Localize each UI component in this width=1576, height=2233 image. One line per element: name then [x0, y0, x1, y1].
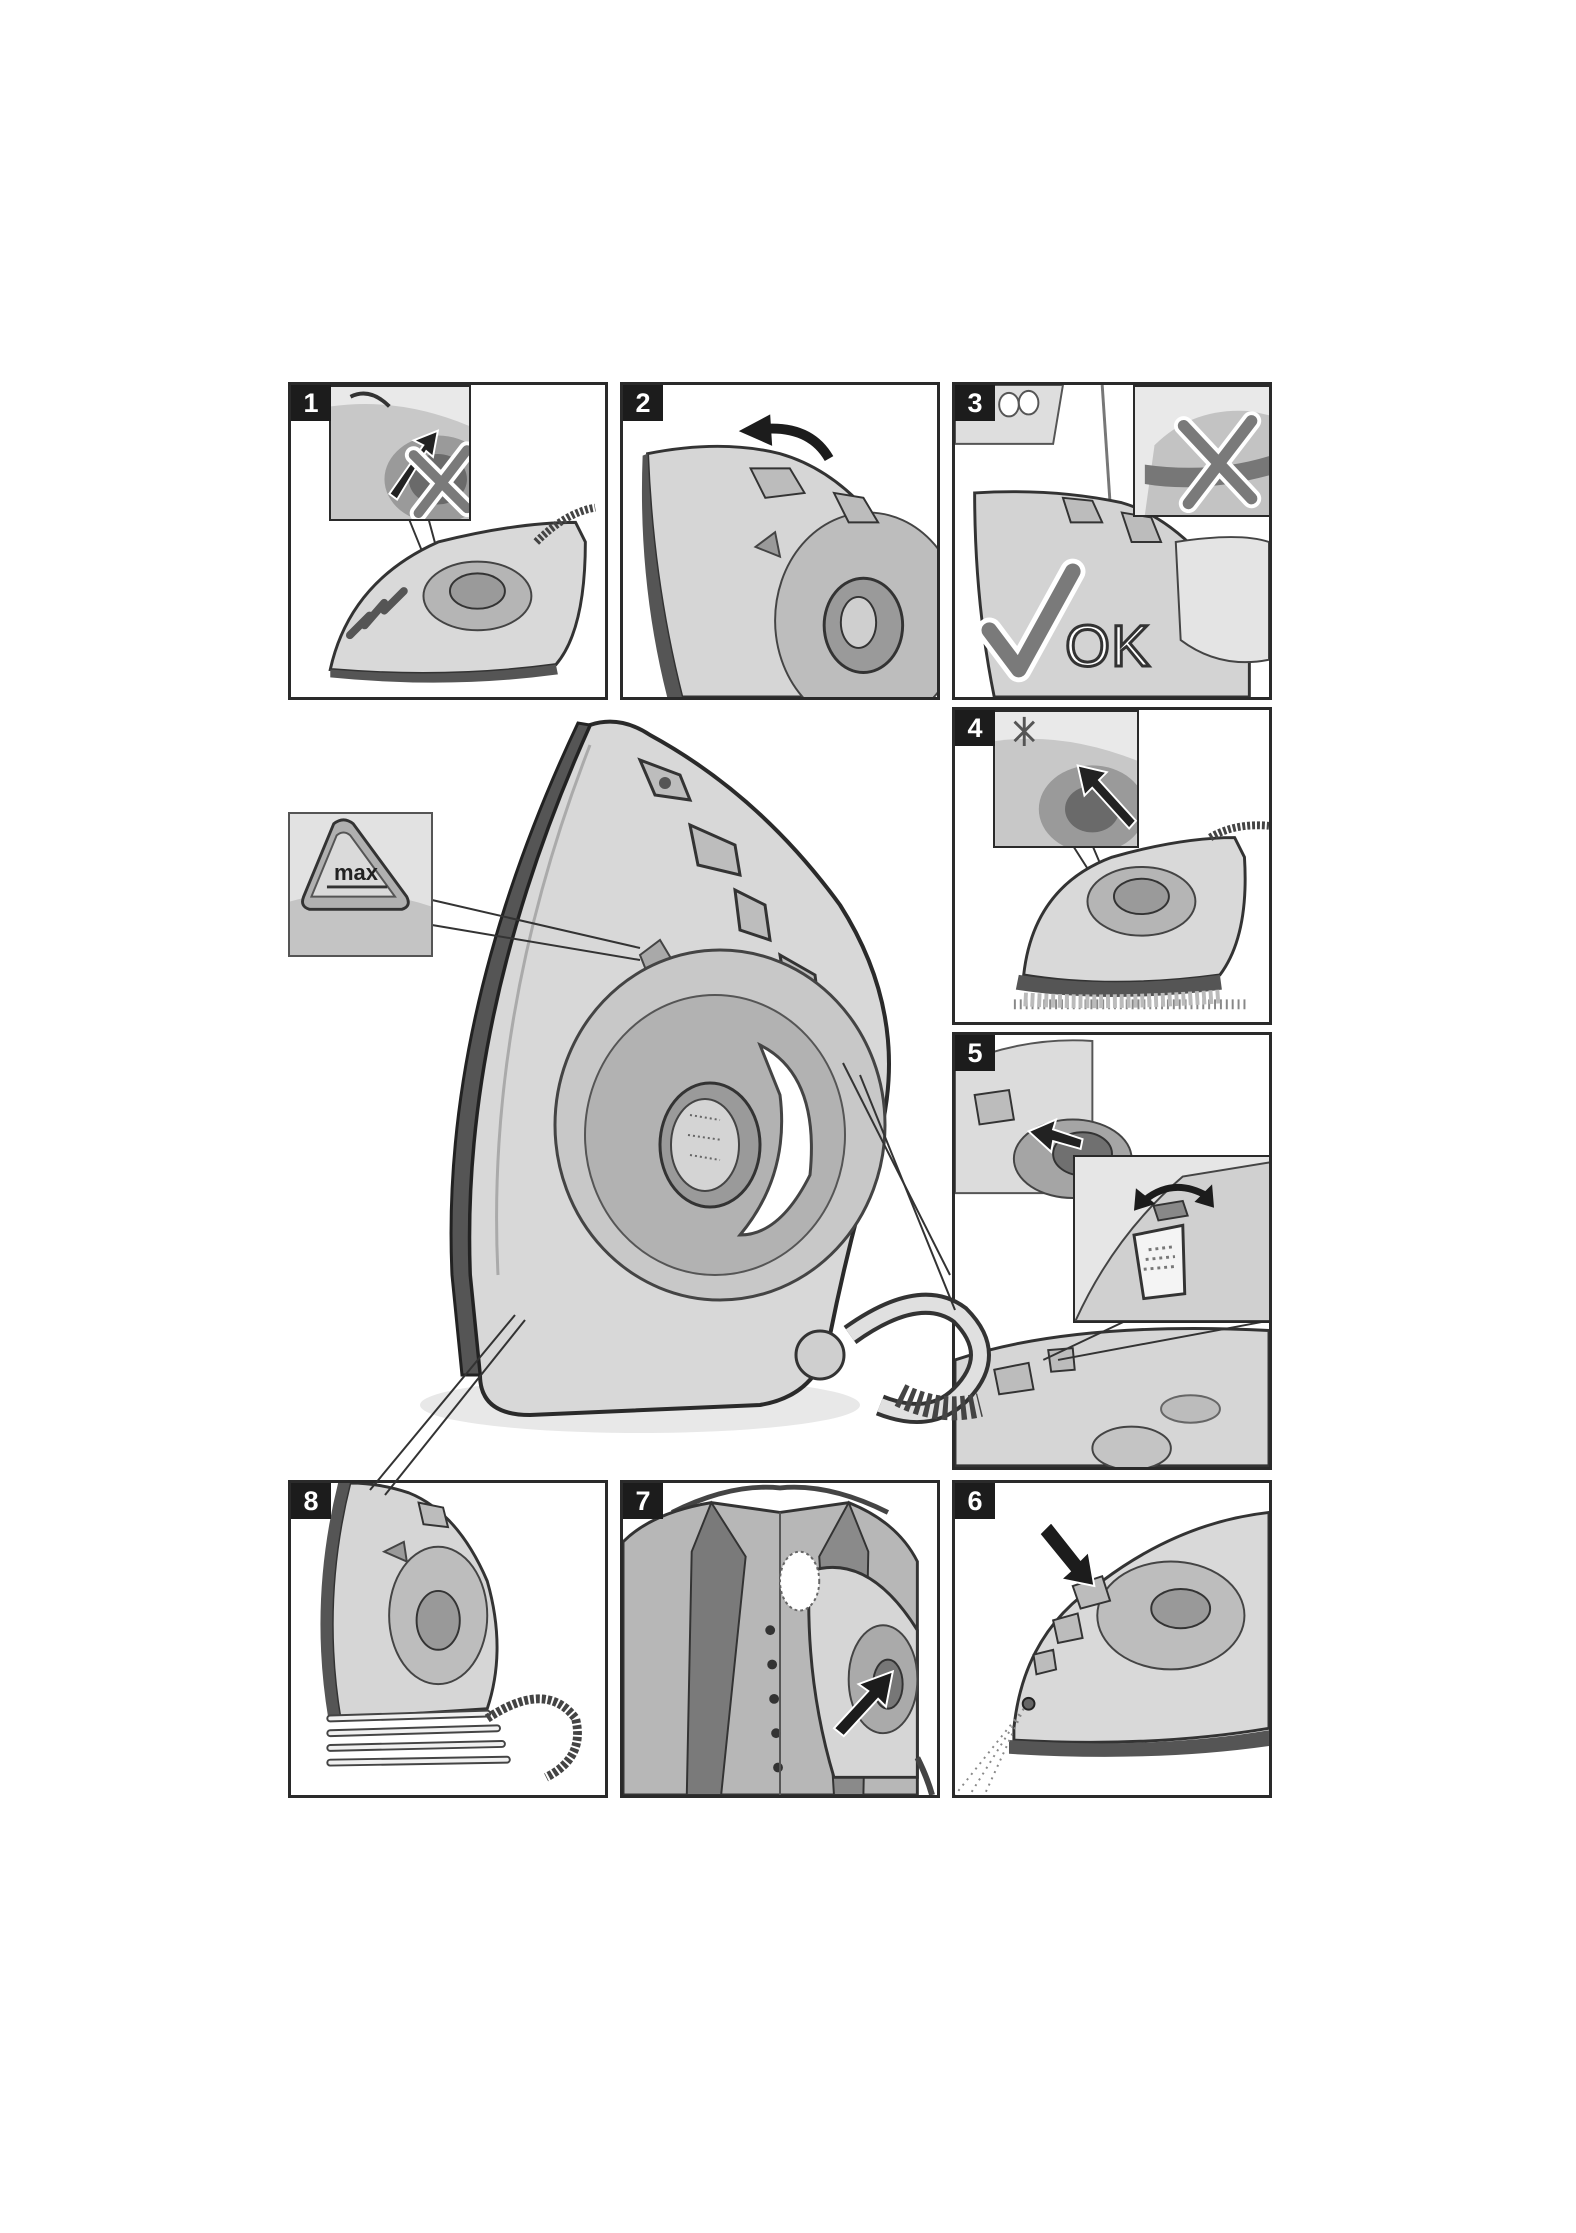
step-1-badge: 1	[291, 385, 331, 421]
step-1-panel: 1	[288, 382, 608, 700]
step-6-badge: 6	[955, 1483, 995, 1519]
step-6-panel: 6	[952, 1480, 1272, 1798]
step-3-panel: 3 OK	[952, 382, 1272, 700]
step-2-badge: 2	[623, 385, 663, 421]
step-8-badge: 8	[291, 1483, 331, 1519]
power-cord	[850, 1304, 980, 1413]
step-3-badge: 3	[955, 385, 995, 421]
arrow-icon	[1039, 1522, 1094, 1586]
step-4-badge: 4	[955, 710, 995, 746]
step-2-panel: 2	[620, 382, 940, 700]
step-7-panel: 7	[620, 1480, 940, 1798]
step-4-inset	[993, 710, 1139, 848]
step-1-inset	[329, 385, 471, 521]
step-3-inset	[1133, 385, 1272, 517]
ok-label: OK	[1065, 613, 1151, 680]
steam-icon	[780, 1552, 819, 1611]
step-5-inset	[1073, 1155, 1272, 1323]
step-5-badge: 5	[955, 1035, 995, 1071]
max-callout-inset: max	[288, 812, 433, 957]
step-7-badge: 7	[623, 1483, 663, 1519]
max-label: max	[334, 860, 378, 886]
main-iron-illustration	[340, 715, 1060, 1435]
wrapped-cord	[330, 1714, 507, 1763]
step-8-panel: 8	[288, 1480, 608, 1798]
